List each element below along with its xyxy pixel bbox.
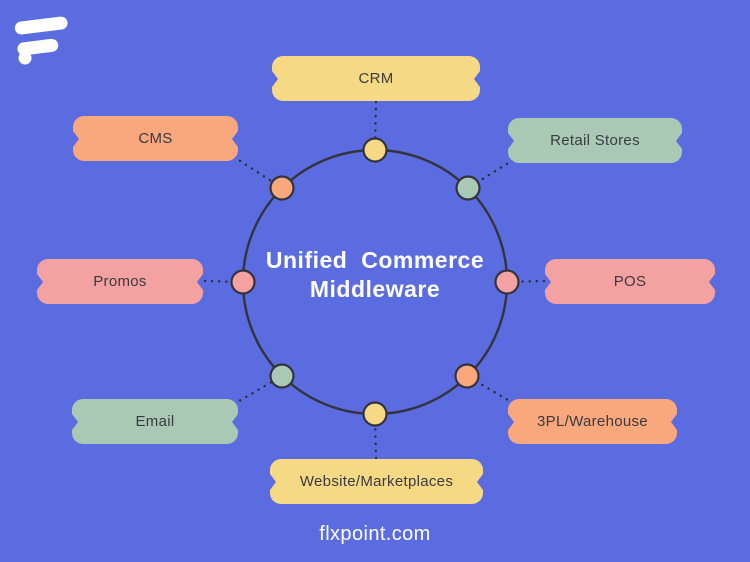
flxpoint-logo-icon bbox=[12, 10, 74, 68]
node-crm-label: CRM bbox=[358, 70, 394, 87]
connector-dots bbox=[230, 137, 520, 427]
dot-left bbox=[230, 269, 256, 295]
node-website-marketplaces-label: Website/Marketplaces bbox=[299, 473, 454, 490]
node-3pl-warehouse: 3PL/Warehouse bbox=[508, 399, 677, 444]
node-email: Email bbox=[72, 399, 238, 444]
footer-website: flxpoint.com bbox=[319, 523, 431, 545]
node-website-marketplaces: Website/Marketplaces bbox=[270, 459, 483, 504]
node-promos-label: Promos bbox=[93, 273, 147, 290]
hub-title-line2: Middleware bbox=[309, 276, 441, 302]
connector-crm bbox=[373, 100, 378, 152]
dot-bottom-left bbox=[269, 363, 295, 389]
dot-top bbox=[362, 137, 388, 163]
node-email-label: Email bbox=[135, 413, 175, 430]
connector-promos bbox=[203, 279, 245, 284]
node-cms: CMS bbox=[73, 116, 238, 161]
dot-top-right bbox=[455, 175, 481, 201]
dot-top-left bbox=[269, 175, 295, 201]
node-crm: CRM bbox=[272, 56, 480, 101]
node-retail-stores-label: Retail Stores bbox=[550, 132, 640, 149]
dot-right bbox=[494, 269, 520, 295]
dot-bottom-right bbox=[454, 363, 480, 389]
node-pos: POS bbox=[545, 259, 715, 304]
hub-title: Unified Commerce Middleware bbox=[225, 246, 525, 304]
node-cms-label: CMS bbox=[138, 130, 173, 147]
hub-title-line1: Unified Commerce bbox=[265, 247, 485, 273]
dot-bottom bbox=[362, 401, 388, 427]
node-pos-label: POS bbox=[613, 273, 647, 290]
connector-cms bbox=[232, 155, 284, 190]
node-3pl-warehouse-label: 3PL/Warehouse bbox=[537, 413, 648, 430]
connector-pos bbox=[505, 279, 546, 284]
node-promos: Promos bbox=[37, 259, 203, 304]
node-retail-stores: Retail Stores bbox=[508, 118, 682, 163]
connector-email bbox=[232, 374, 284, 406]
